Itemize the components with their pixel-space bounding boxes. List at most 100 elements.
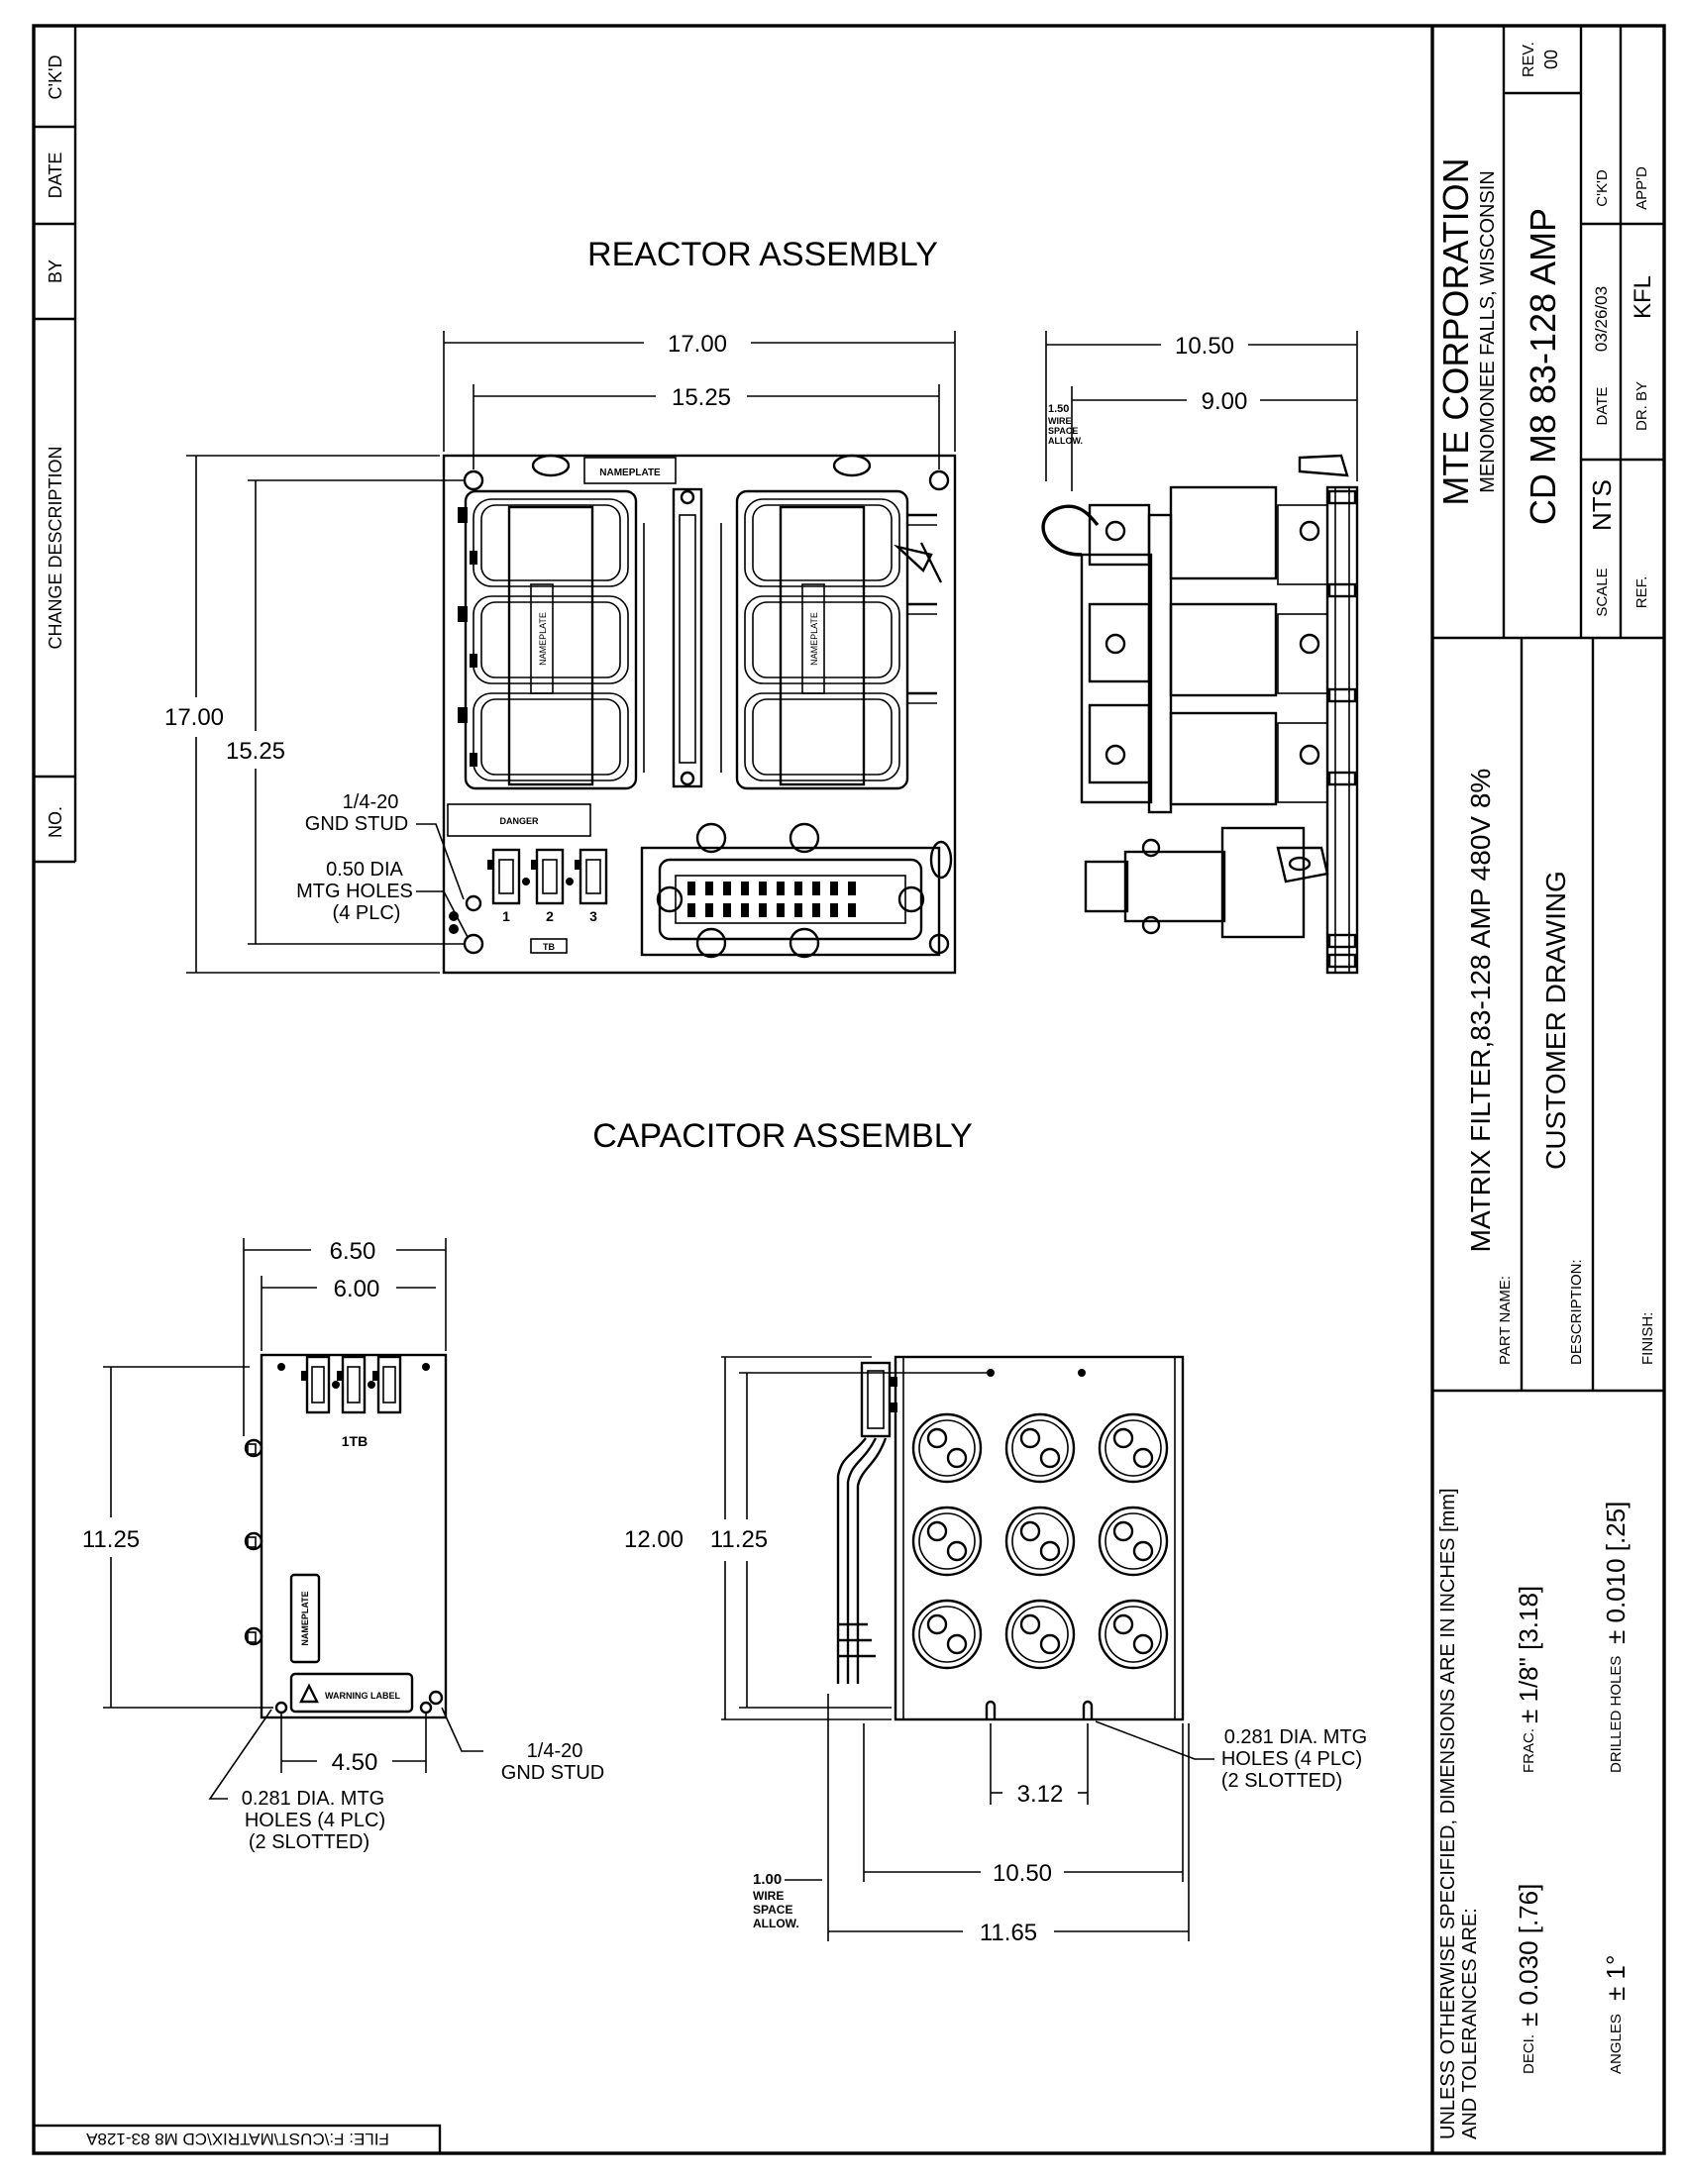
rev-header-date: DATE [46, 153, 65, 199]
reactor-coil-left: NAMEPLATE [458, 489, 638, 790]
file-label-box: FILE: F:\CUST\MATRIX\CD M8 83-128A [32, 2124, 442, 2155]
drby-value: KFL [1630, 275, 1656, 319]
tolerance-header-1: UNLESS OTHERWISE SPECIFIED, DIMENSIONS A… [1437, 1488, 1459, 2139]
frac-label: FRAC. [1521, 1728, 1537, 1773]
svg-text:ALLOW.: ALLOW. [1048, 436, 1083, 446]
capacitor-front-warning-label: WARNING LABEL [325, 1691, 400, 1701]
svg-text:(4 PLC): (4 PLC) [333, 902, 401, 924]
reactor-mtg-holes-note: 0.50 DIA MTG HOLES (4 PLC) [296, 859, 469, 938]
reactor-wire-space-note: 1.50 WIRE SPACE ALLOW. [1048, 403, 1083, 446]
description-value: CUSTOMER DRAWING [1540, 871, 1571, 1170]
frac-value: ± 1/8" [3.18] [1514, 1586, 1543, 1723]
date-label: DATE [1594, 387, 1611, 426]
svg-text:1/4-20: 1/4-20 [343, 791, 399, 813]
reactor-side-view: 10.50 9.00 1.50 WIRE SPACE ALLOW. [1041, 331, 1359, 975]
rev-header-by: BY [46, 260, 65, 283]
rev-value: 00 [1541, 50, 1561, 69]
reactor-connector-pins [687, 882, 856, 917]
finish-label: FINISH: [1639, 1312, 1656, 1365]
description-label: DESCRIPTION: [1568, 1259, 1585, 1365]
revision-block: NO. CHANGE DESCRIPTION BY DATE C'K'D [34, 26, 77, 864]
svg-text:0.281 DIA. MTG: 0.281 DIA. MTG [1224, 1726, 1368, 1748]
reactor-title: REACTOR ASSEMBLY [587, 236, 938, 273]
reactor-nameplate-top: NAMEPLATE [599, 468, 661, 478]
svg-text:WIRE: WIRE [1048, 416, 1072, 426]
reactor-side-dim-overall: 10.50 [1175, 333, 1234, 360]
tolerance-header-2: AND TOLERANCES ARE: [1459, 1908, 1481, 2139]
capacitor-side-wire-space-note: 1.00 WIRE SPACE ALLOW. [753, 1871, 822, 1930]
company-location: MENOMONEE FALLS, WISCONSIN [1477, 170, 1499, 493]
svg-text:0.50 DIA: 0.50 DIA [326, 859, 403, 881]
reactor-top-dims: 17.00 15.25 [443, 331, 956, 469]
capacitor-front-gnd-stud-note: 1/4-20 GND STUD [441, 1707, 604, 1784]
reactor-center-bar [643, 487, 722, 788]
svg-text:GND STUD: GND STUD [501, 1762, 604, 1784]
capacitor-front-mtg-holes-note: 0.281 DIA. MTG HOLES (4 PLC) (2 SLOTTED) [208, 1709, 385, 1853]
svg-text:WIRE: WIRE [753, 1889, 784, 1903]
capacitor-front-dim-width-overall: 6.50 [330, 1238, 376, 1265]
deci-label: DECI. [1521, 2034, 1537, 2074]
svg-text:SPACE: SPACE [1048, 426, 1078, 436]
svg-text:1/4-20: 1/4-20 [527, 1740, 583, 1762]
appd-label: APP'D [1633, 166, 1650, 210]
svg-text:(2 SLOTTED): (2 SLOTTED) [249, 1831, 369, 1853]
reactor-connector-block [640, 822, 953, 959]
capacitor-front-nameplate: NAMEPLATE [300, 1591, 310, 1645]
capacitor-side-dim-width-inner: 10.50 [993, 1860, 1052, 1887]
capacitor-front-tb-label: 1TB [342, 1433, 368, 1449]
capacitor-front-view: 1TB NAMEPLATE WARNING LABEL 6.50 6.00 [82, 1238, 604, 1853]
svg-text:(2 SLOTTED): (2 SLOTTED) [1221, 1770, 1342, 1792]
angles-value: ± 1° [1601, 1955, 1631, 2001]
reactor-left-dims: 17.00 15.25 [164, 455, 466, 974]
capacitor-cans [911, 1412, 1169, 1670]
reactor-tb-num-2: 2 [546, 908, 554, 924]
sheet-border [32, 24, 1666, 2155]
svg-text:HOLES (4 PLC): HOLES (4 PLC) [245, 1810, 385, 1831]
svg-text:ALLOW.: ALLOW. [753, 1917, 799, 1930]
reactor-coil-right-nameplate: NAMEPLATE [809, 612, 819, 666]
title-block: MTE CORPORATION MENOMONEE FALLS, WISCONS… [1430, 26, 1664, 2153]
rev-header-no: NO. [46, 806, 65, 838]
scale-label: SCALE [1594, 568, 1611, 616]
svg-text:1.50: 1.50 [1048, 403, 1069, 415]
scale-value: NTS [1587, 479, 1617, 531]
angles-label: ANGLES [1608, 2014, 1625, 2074]
drawing-number: CD M8 83-128 AMP [1523, 208, 1563, 525]
svg-text:0.281 DIA. MTG: 0.281 DIA. MTG [242, 1788, 385, 1810]
capacitor-side-dim-slot: 3.12 [1017, 1781, 1064, 1808]
drilled-value: ± 0.010 [.25] [1601, 1502, 1631, 1644]
reactor-dim-height-overall: 17.00 [164, 704, 224, 731]
reactor-tb-label: TB [543, 942, 555, 952]
reactor-coil-right: NAMEPLATE [735, 489, 943, 790]
capacitor-front-dim-bottom: 4.50 [332, 1749, 378, 1776]
capacitor-front-terminals [301, 1355, 402, 1414]
reactor-dim-width-holes: 15.25 [672, 384, 731, 411]
reactor-gnd-stud-note: 1/4-20 GND STUD [305, 791, 465, 900]
reactor-tb-num-1: 1 [502, 908, 510, 924]
drby-label: DR. BY [1633, 381, 1650, 431]
rev-header-ckd: C'K'D [46, 55, 65, 100]
capacitor-side-dim-width-overall: 11.65 [980, 1920, 1037, 1946]
reactor-side-dim-inner: 9.00 [1202, 388, 1248, 415]
capacitor-front-dim-width-inner: 6.00 [334, 1276, 380, 1302]
drilled-label: DRILLED HOLES [1608, 1656, 1625, 1773]
reactor-terminal-block: 1 2 3 TB [487, 848, 608, 954]
rev-header-change-description: CHANGE DESCRIPTION [46, 446, 65, 649]
part-name-value: MATRIX FILTER,83-128 AMP 480V 8% [1465, 769, 1496, 1253]
date-value: 03/26/03 [1592, 286, 1611, 352]
reactor-danger-label: DANGER [499, 816, 539, 826]
rev-label: REV. [1521, 42, 1537, 77]
reactor-tb-num-3: 3 [589, 908, 597, 924]
company-name: MTE CORPORATION [1435, 157, 1476, 505]
deci-value: ± 0.030 [.76] [1514, 1884, 1543, 2027]
capacitor-side-dim-height-overall: 12.00 [624, 1526, 684, 1553]
ckd-label: C'K'D [1594, 169, 1611, 207]
reactor-front-view: NAMEPLATE NAMEPLATE [164, 331, 957, 975]
capacitor-side-view: 12.00 11.25 3.12 10.50 11.65 1.00 WIRE S… [624, 1355, 1368, 1946]
reactor-coil-left-nameplate: NAMEPLATE [538, 612, 548, 666]
reactor-dim-height-holes: 15.25 [226, 738, 285, 765]
part-name-label: PART NAME: [1497, 1276, 1514, 1365]
svg-text:MTG HOLES: MTG HOLES [296, 881, 413, 902]
